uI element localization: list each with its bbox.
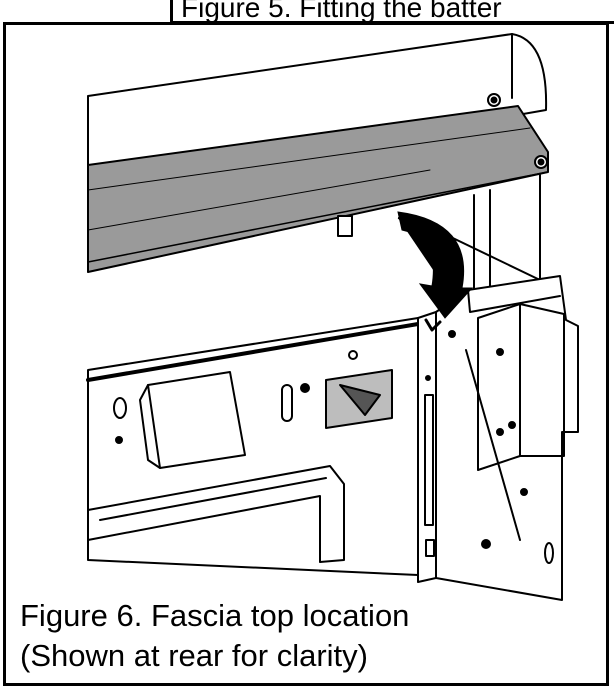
caption-line-2: (Shown at rear for clarity): [20, 638, 368, 673]
previous-figure-title: Figure 5. Fitting the batter: [170, 0, 614, 24]
frame-body: [87, 317, 419, 576]
shelf: [87, 465, 345, 563]
caption-line-1: Figure 6. Fascia top location: [20, 598, 410, 633]
figure-caption: Figure 6. Fascia top location (Shown at …: [20, 596, 409, 676]
locating-hook: [424, 318, 442, 332]
